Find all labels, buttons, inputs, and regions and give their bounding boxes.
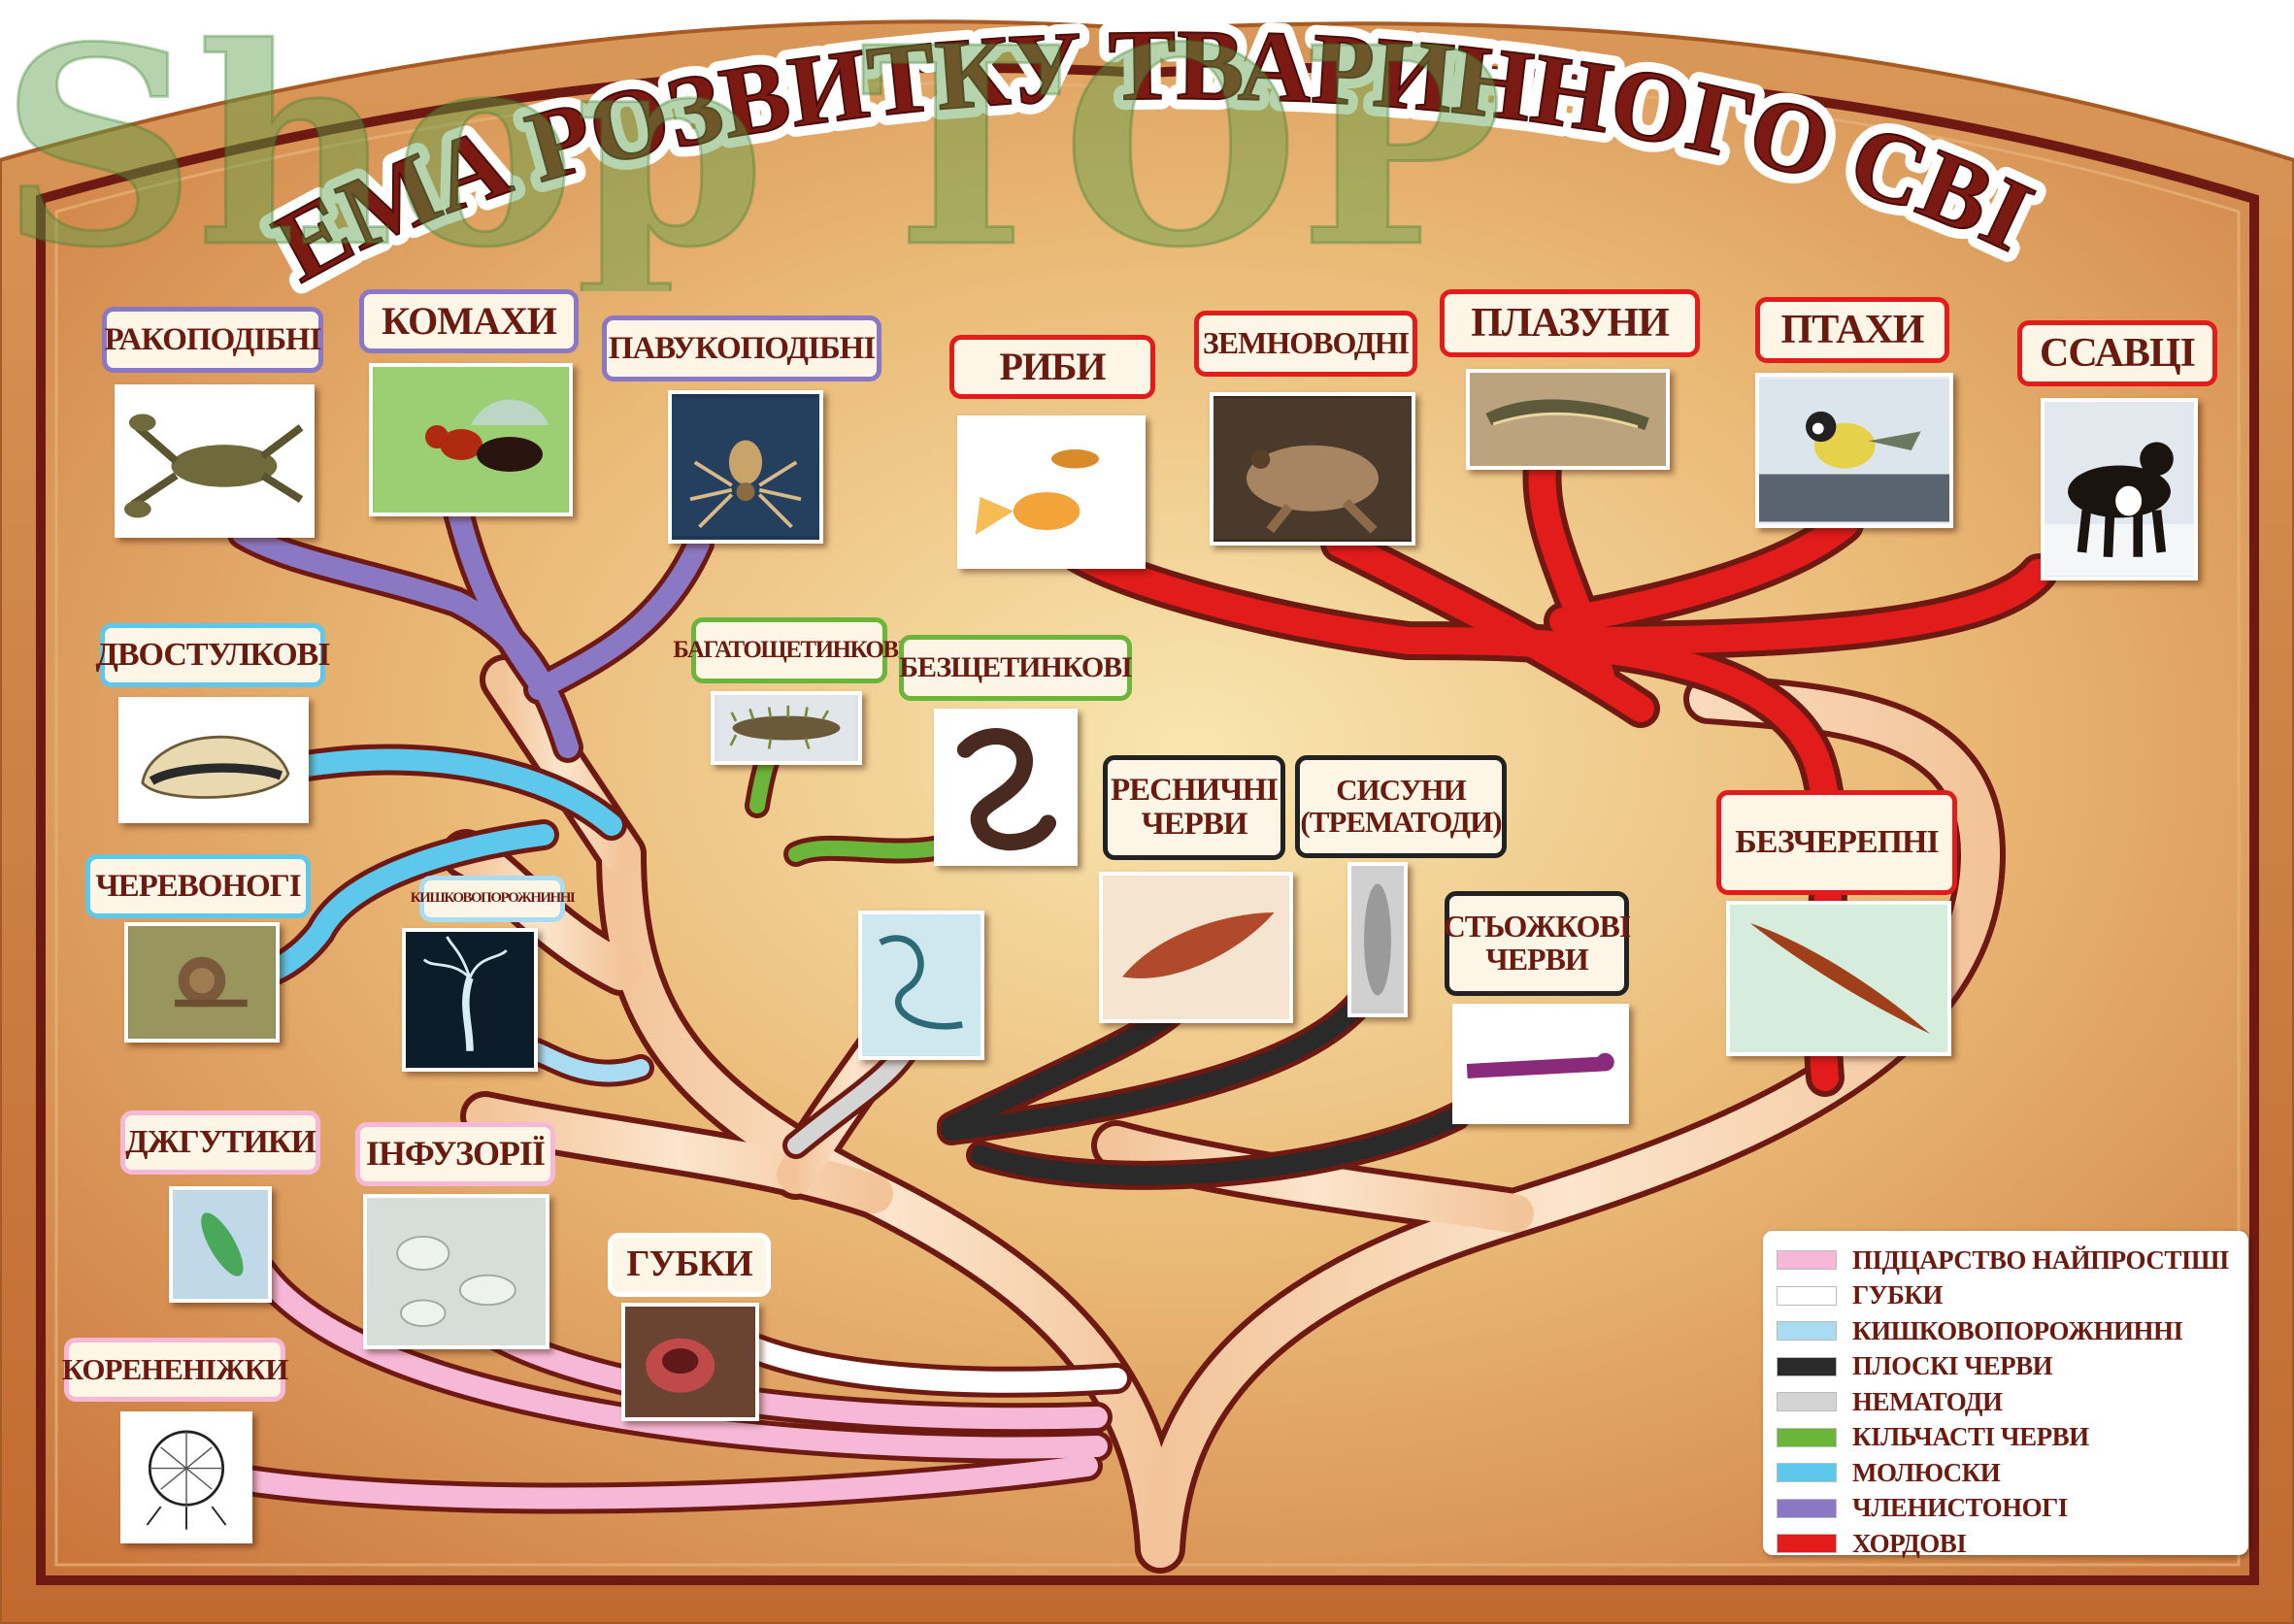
legend-swatch [1777, 1463, 1837, 1483]
legend-label: МОЛЮСКИ [1852, 1457, 2001, 1487]
title-text: СХЕМА РОЗВИТКУ ТВАРИННОГО СВІТУ [0, 0, 2049, 304]
wasp-photo [369, 363, 573, 516]
legend-item: ПІДЦАРСТВО НАЙПРОСТІШІ [1777, 1243, 2235, 1278]
clam-shell-photo [118, 697, 309, 823]
sponge-photo [621, 1303, 759, 1421]
tapeworm-photo [1452, 1004, 1629, 1124]
legend-swatch [1777, 1356, 1837, 1376]
legend-label: КИШКОВОПОРОЖНИННІ [1852, 1315, 2183, 1345]
label-birds: ПТАХИ [1755, 297, 1949, 363]
snail-photo [124, 922, 280, 1043]
legend-label: НЕМАТОДИ [1852, 1386, 2003, 1416]
label-flukes: СИСУНИ (ТРЕМАТОДИ) [1295, 755, 1507, 858]
label-mammals: ССАВЦІ [2017, 320, 2217, 386]
legend-label: ГУБКИ [1852, 1280, 1943, 1310]
euglena-photo [169, 1186, 272, 1303]
frog-photo [1210, 392, 1415, 546]
ciliates-photo [363, 1194, 549, 1349]
label-flagellates: ДЖГУТИКИ [120, 1110, 320, 1175]
earthworm-photo [934, 709, 1078, 866]
label-gastropods: ЧЕРЕВОНОГІ [85, 854, 311, 918]
tit-bird-photo [1755, 373, 1953, 528]
planarian-photo [1099, 872, 1293, 1023]
legend-label: ХОРДОВІ [1852, 1528, 1967, 1558]
legend-item: НЕМАТОДИ [1777, 1384, 2235, 1420]
label-ciliates: ІНФУЗОРІЇ [355, 1122, 555, 1186]
label-turbellarians: РЕСНИЧНІ ЧЕРВИ [1103, 755, 1285, 860]
legend-label: ЧЛЕНИСТОНОГІ [1852, 1493, 2068, 1523]
fluke-photo [1347, 862, 1408, 1017]
label-fish: РИБИ [949, 335, 1155, 399]
radiolarian-drawing [120, 1411, 252, 1543]
legend-swatch [1777, 1285, 1837, 1306]
legend-swatch [1777, 1321, 1837, 1342]
label-rhizopods: КОРЕНЕНІЖКИ [62, 1338, 288, 1402]
label-acrania: БЕЗЧЕРЕПНІ [1716, 790, 1957, 895]
label-polychaetes: БАГАТОЩЕТИНКОВІ [673, 617, 907, 683]
label-amphibians: ЗЕМНОВОДНІ [1194, 311, 1417, 377]
goldfish-photo [957, 415, 1146, 569]
legend-item: ПЛОСКІ ЧЕРВИ [1777, 1349, 2235, 1385]
legend-swatch [1777, 1534, 1837, 1554]
label-insects: КОМАХИ [359, 289, 579, 353]
legend-swatch [1777, 1250, 1837, 1271]
label-coelenterates: КИШКОВОПОРОЖНИННІ [411, 876, 576, 922]
legend-item: МОЛЮСКИ [1777, 1455, 2235, 1491]
label-sponges: ГУБКИ [608, 1233, 771, 1297]
dog-photo [2041, 398, 2198, 580]
label-oligochaetes: БЕЗЩЕТИНКОВІ [899, 635, 1133, 701]
label-bivalves: ДВОСТУЛКОВІ [95, 623, 331, 687]
svg-text:СХЕМА РОЗВИТКУ ТВАРИННОГО СВІТ: СХЕМА РОЗВИТКУ ТВАРИННОГО СВІТУ [0, 0, 2048, 303]
legend-item: ХОРДОВІ [1777, 1526, 2235, 1562]
tree-branches [217, 437, 2058, 1574]
bristle-worm-photo [711, 691, 862, 765]
legend-swatch [1777, 1427, 1837, 1447]
legend-label: ПЛОСКІ ЧЕРВИ [1852, 1351, 2053, 1381]
legend: ПІДЦАРСТВО НАЙПРОСТІШІ ГУБКИ КИШКОВОПОРОЖН… [1763, 1231, 2248, 1558]
legend-label: КІЛЬЧАСТІ ЧЕРВИ [1852, 1422, 2089, 1452]
legend-item: КИШКОВОПОРОЖНИННІ [1777, 1313, 2235, 1349]
label-reptiles: ПЛАЗУНИ [1440, 289, 1700, 357]
poster-title: СХЕМА РОЗВИТКУ ТВАРИННОГО СВІТУ СХЕМА РО… [0, 0, 2059, 314]
spider-photo [668, 390, 823, 544]
legend-item: КІЛЬЧАСТІ ЧЕРВИ [1777, 1420, 2235, 1456]
label-arachnids: ПАВУКОПОДІБНІ [602, 315, 881, 381]
legend-swatch [1777, 1498, 1837, 1518]
lizard-photo [1466, 369, 1670, 470]
legend-item: ЧЛЕНИСТОНОГІ [1777, 1491, 2235, 1527]
legend-swatch [1777, 1392, 1837, 1412]
roundworm-photo [858, 911, 984, 1060]
hydra-photo [402, 928, 538, 1072]
label-crustaceans: РАКОПОДІБНІ [102, 307, 323, 373]
label-tapeworms: СТЬОЖКОВІ ЧЕРВИ [1444, 891, 1631, 996]
legend-label: ПІДЦАРСТВО НАЙПРОСТІШІ [1852, 1244, 2230, 1275]
legend-item: ГУБКИ [1777, 1278, 2235, 1314]
crayfish-photo [115, 384, 315, 538]
lancelet-photo [1726, 901, 1951, 1056]
